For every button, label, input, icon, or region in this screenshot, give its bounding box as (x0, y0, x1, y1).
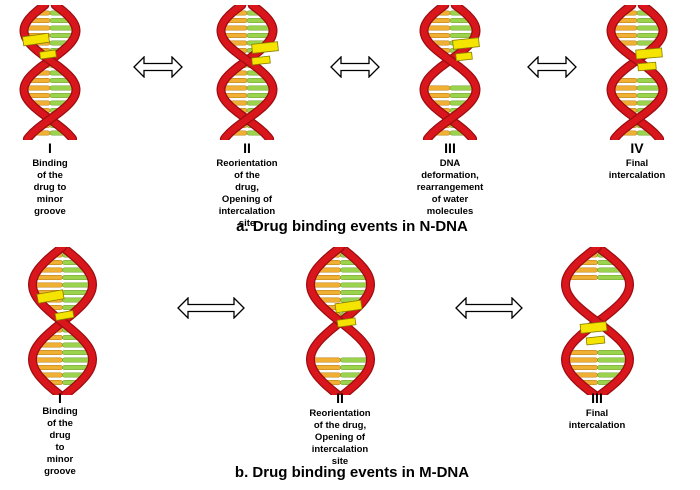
stage-caption-b2: Reorientation of the drug, Opening of in… (309, 408, 371, 467)
drug-molecule (36, 289, 65, 304)
stage-numeral-a4: IV (630, 140, 644, 156)
drug-molecule (452, 37, 480, 50)
drug-molecule (334, 299, 363, 314)
base-pairs (310, 252, 371, 385)
stage-caption-a1: Binding of the drug to minor groove (32, 158, 68, 217)
backbone-strand-2 (217, 5, 277, 140)
base-pair-half (597, 357, 630, 363)
panel-b-title: b. Drug binding events in M-DNA (234, 464, 470, 481)
drug-molecule (637, 61, 657, 72)
backbone-strand-2 (29, 247, 96, 395)
stage-numeral-b1: I (58, 390, 62, 406)
double-arrow-b1 (177, 297, 245, 319)
drug-molecule (251, 41, 279, 54)
double-arrow-shape (527, 56, 577, 78)
stage-numeral-b2: II (336, 390, 344, 406)
stage-caption-a2: Reorientation of the drug, Opening of in… (216, 158, 278, 229)
double-arrow-a2 (330, 56, 380, 78)
stage-caption-a3: DNA deformation, rearrangement of water … (416, 158, 484, 217)
drug-molecule (54, 310, 75, 321)
panel-a-title: a. Drug binding events in N-DNA (236, 218, 468, 235)
backbone-strand-2 (607, 5, 667, 140)
dna-helix-b1 (27, 247, 98, 395)
drug-molecule (336, 317, 357, 328)
drug-molecule (251, 55, 271, 66)
dna-helix-b3 (560, 247, 635, 395)
drug-molecule (635, 47, 663, 60)
stage-numeral-a2: II (243, 140, 251, 156)
double-arrow-shape (330, 56, 380, 78)
stage-numeral-a3: III (444, 140, 456, 156)
double-arrow-shape (133, 56, 183, 78)
backbone-strand-2 (562, 247, 633, 395)
stage-caption-b1: Binding of the drug to minor groove (42, 406, 78, 477)
drug-molecule (585, 335, 606, 346)
double-arrow-a1 (133, 56, 183, 78)
dna-helix-a2 (216, 5, 279, 140)
stage-numeral-b3: III (591, 390, 603, 406)
dna-helix-a4 (606, 5, 668, 140)
drug-molecule (39, 49, 57, 60)
drug-molecule (455, 51, 473, 62)
double-arrow-shape (177, 297, 245, 319)
drug-molecule (579, 321, 608, 334)
drug-molecule (22, 32, 50, 47)
stage-caption-b3: Final intercalation (568, 408, 626, 431)
stage-numeral-a1: I (48, 140, 52, 156)
dna-helix-a3 (419, 5, 481, 140)
backbone-strand-2 (20, 5, 80, 140)
base-pair-half (565, 357, 598, 363)
stage-caption-a4: Final intercalation (608, 158, 666, 181)
dna-helix-b2 (305, 247, 376, 395)
double-arrow-shape (455, 297, 523, 319)
double-arrow-a3 (527, 56, 577, 78)
dna-helix-a1 (19, 5, 81, 140)
double-arrow-b2 (455, 297, 523, 319)
backbone-strand-2 (420, 5, 480, 140)
